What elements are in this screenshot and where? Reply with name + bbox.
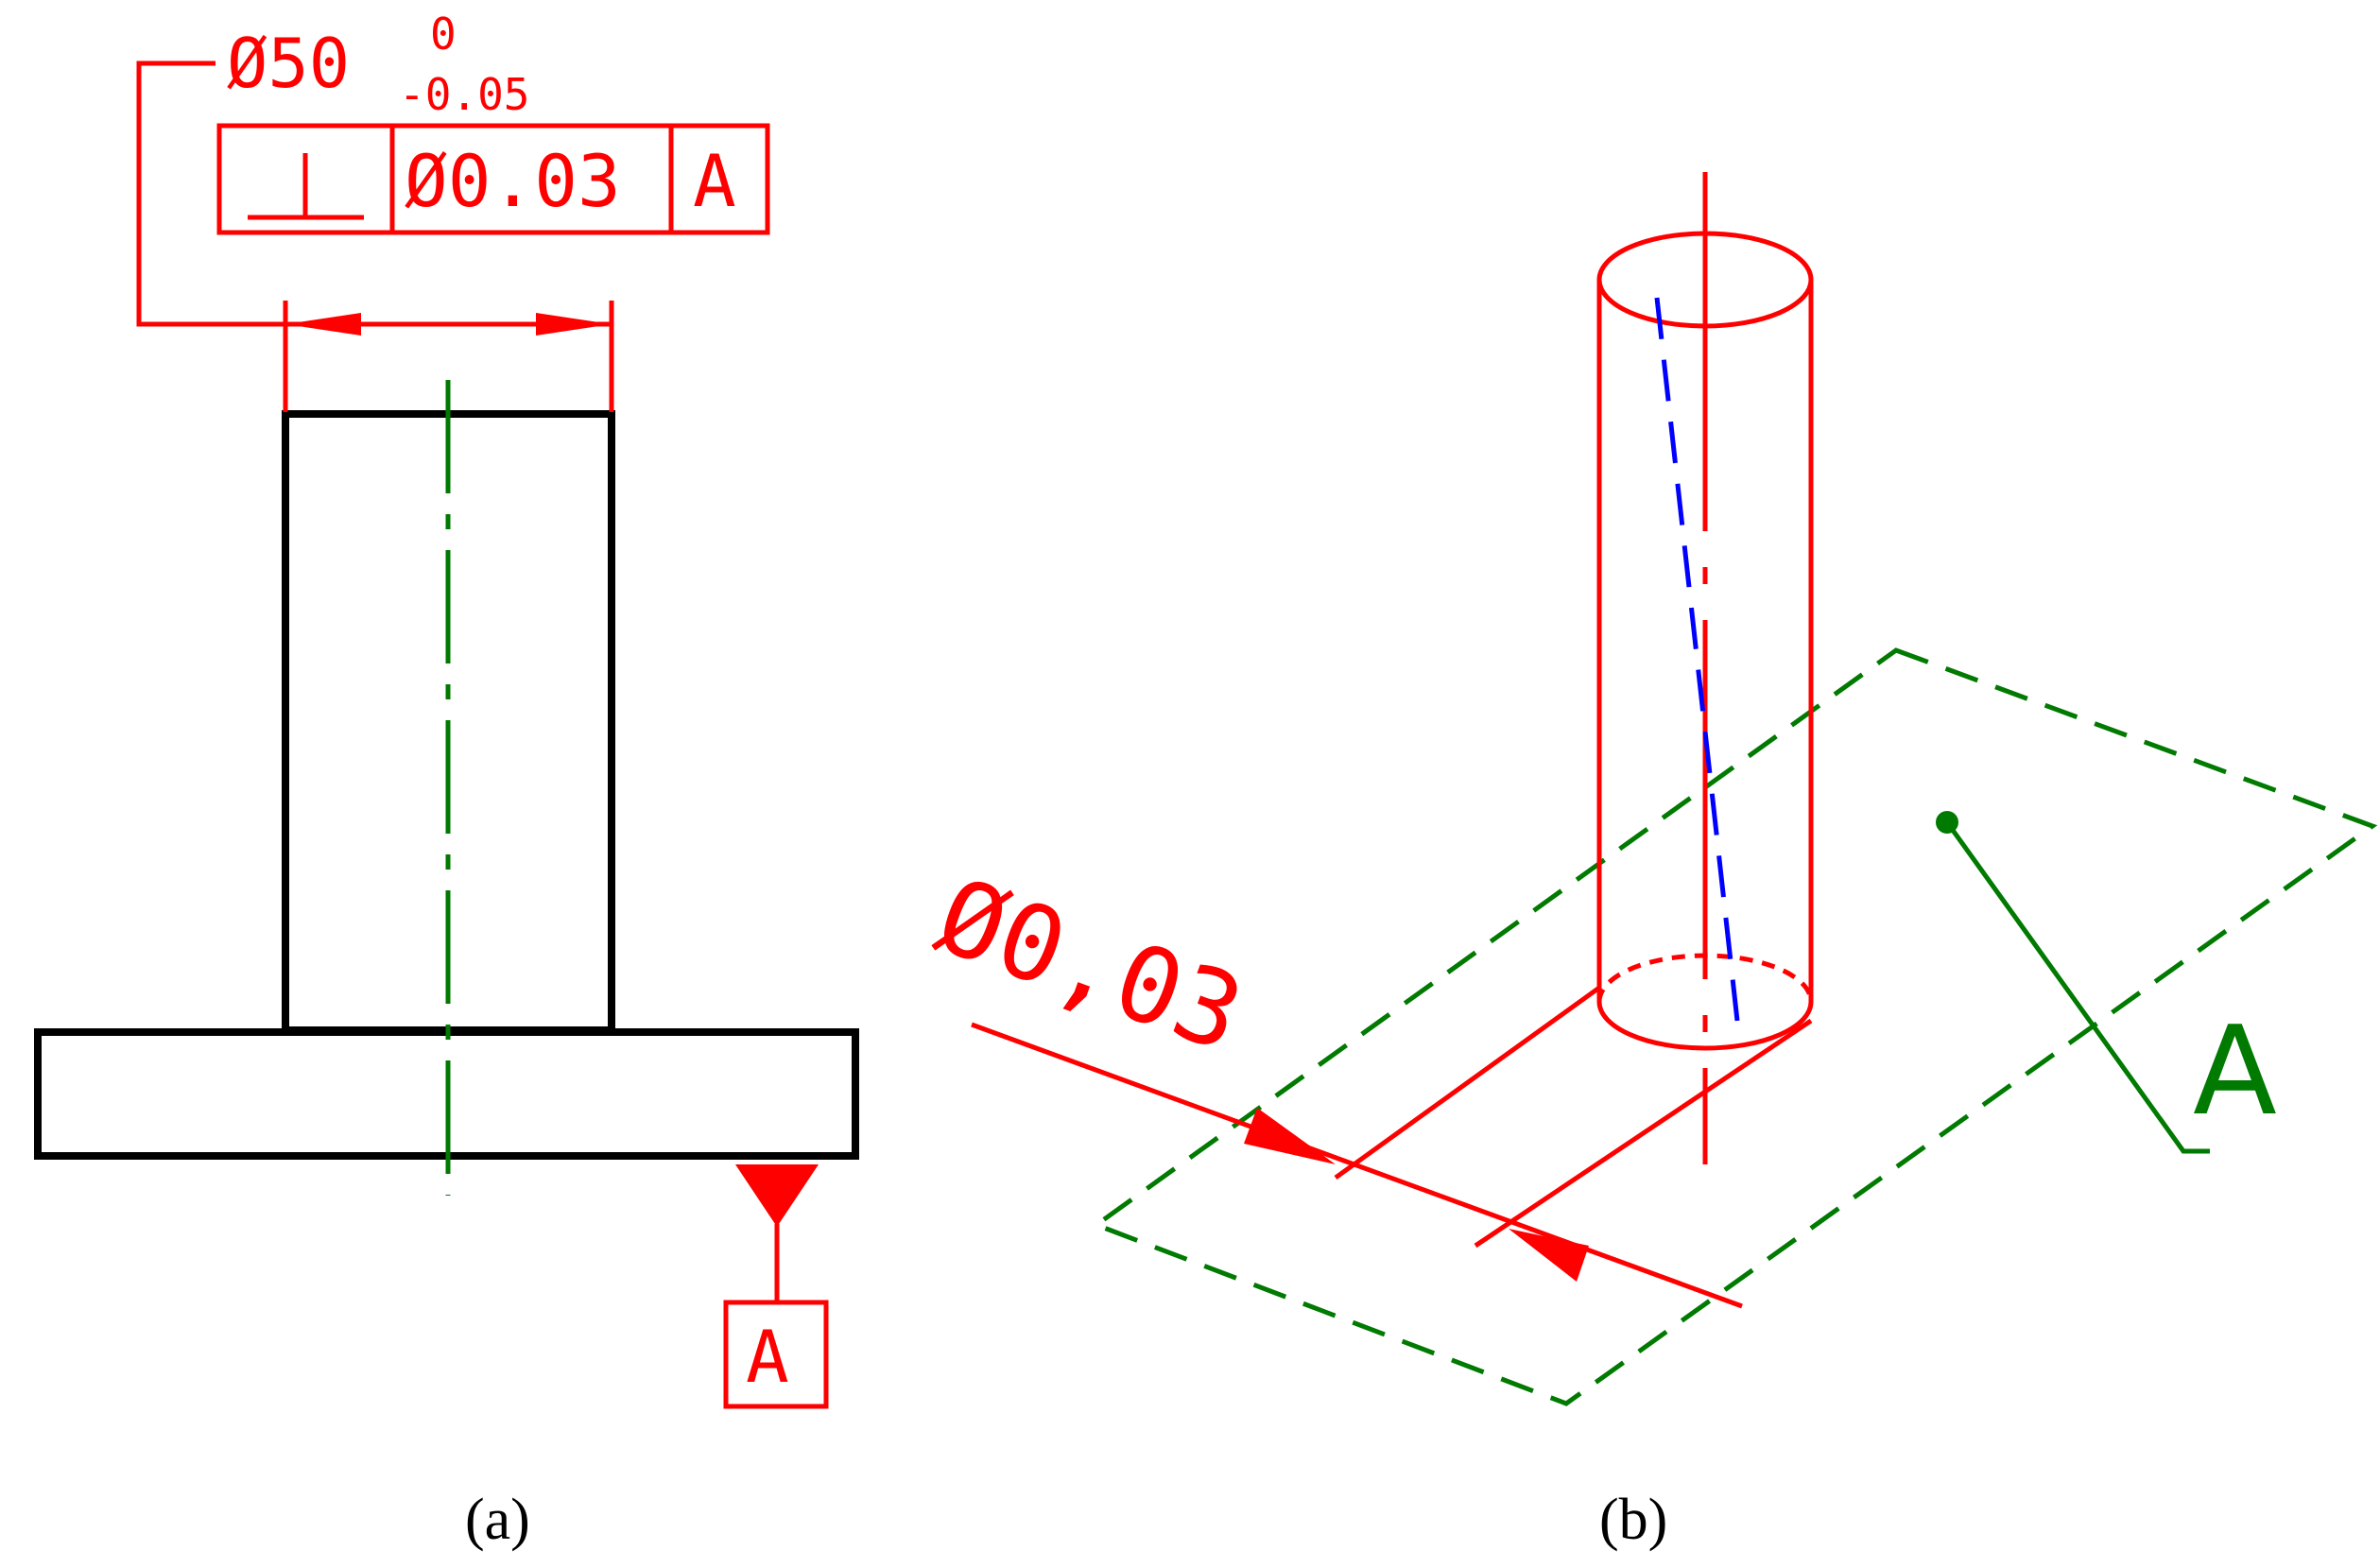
datum-plane-label: A xyxy=(2193,999,2277,1143)
datum-plane-a xyxy=(1091,647,2378,1406)
dimension-nominal: Ø50 xyxy=(227,24,350,103)
tolerance-zone-label: Ø0,03 xyxy=(923,854,1258,1076)
caption-a: (a) xyxy=(465,1488,530,1552)
feature-control-frame: ⊥ Ø0.03 A xyxy=(0,0,770,235)
fcf-border xyxy=(216,123,770,235)
dimension-upper-deviation: 0 xyxy=(430,9,457,60)
datum-plane-leader xyxy=(1944,820,2210,1154)
panel-b: A Ø0,03 (b) xyxy=(923,172,2378,1552)
zone-projection-right xyxy=(1474,1018,1813,1249)
actual-axis xyxy=(1654,297,1740,1022)
dimension-leader xyxy=(136,60,285,327)
dimension-arrow-left xyxy=(285,313,361,336)
datum-box xyxy=(723,1300,829,1409)
zone-projection-left xyxy=(1334,985,1601,1180)
caption-b: (b) xyxy=(1599,1488,1667,1552)
dimension-arrow-right xyxy=(536,313,612,336)
datum-triangle xyxy=(735,1164,819,1227)
fcf-datum: A xyxy=(693,139,736,223)
tolerance-cylinder xyxy=(1596,231,1814,1051)
zone-arrow-left xyxy=(1244,1108,1336,1164)
perpendicularity-icon xyxy=(248,153,364,220)
zone-arrow-right xyxy=(1509,1229,1589,1282)
datum-letter: A xyxy=(746,1315,789,1399)
zone-dimension-line xyxy=(971,1022,1743,1309)
cylinder-bottom-front xyxy=(1596,1001,1814,1051)
fcf-tolerance: Ø0.03 xyxy=(405,139,621,223)
panel-a: Ø50 0 -0.05 ⊥ Ø0.03 A A (a) xyxy=(0,0,859,1552)
datum-feature-symbol: A xyxy=(723,1164,829,1409)
dimension-lower-deviation: -0.05 xyxy=(399,69,529,120)
fcf-symbol-text: ⊥ xyxy=(0,0,1,1)
